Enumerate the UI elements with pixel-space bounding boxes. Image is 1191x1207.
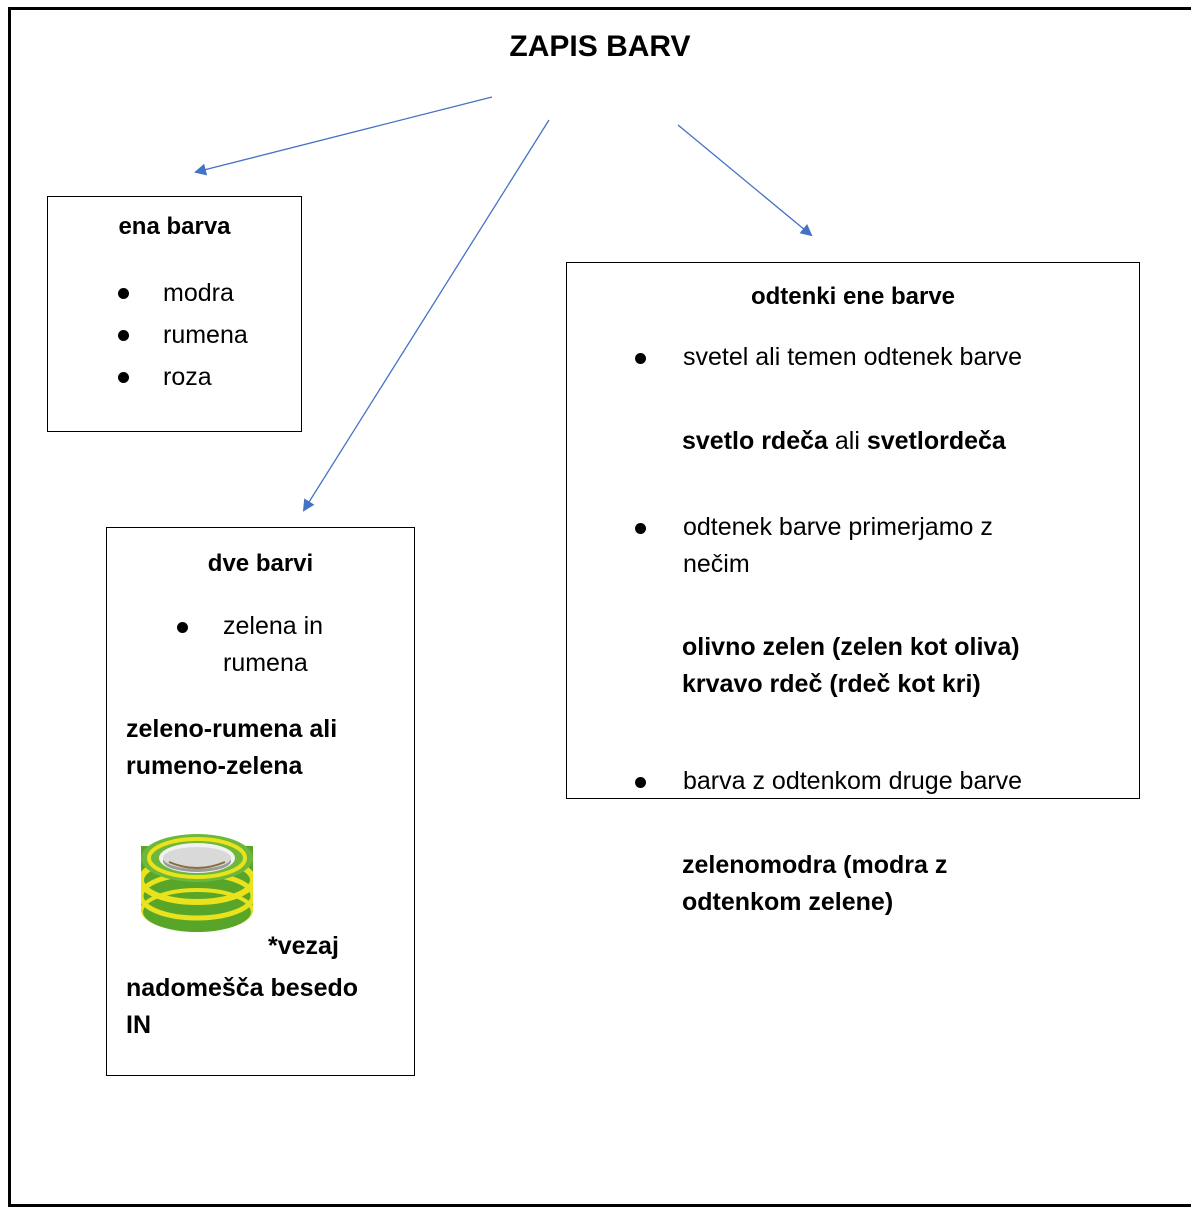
list-item: roza — [118, 359, 248, 396]
note-line: *vezaj — [268, 932, 339, 960]
box-odtenki-ene-barve: odtenki ene barve svetel ali temen odten… — [566, 262, 1140, 916]
list-item: odtenek barve primerjamo z nečim — [635, 509, 1105, 583]
note: nadomešča besedo IN — [126, 970, 416, 1044]
example-block: olivno zelen (zelen kot oliva) krvavo rd… — [682, 629, 1102, 703]
shade-list: odtenek barve primerjamo z nečim — [635, 509, 1105, 583]
note-line: IN — [126, 1011, 151, 1039]
note-line: nadomešča besedo — [126, 974, 359, 1002]
list-item: barva z odtenkom druge barve — [635, 763, 1105, 800]
list-item-line: nečim — [683, 550, 750, 578]
shade-list: barva z odtenkom druge barve — [635, 763, 1105, 800]
example-line: zelenomodra (modra z — [682, 851, 948, 879]
combined-name: zeleno-rumena ali rumeno-zelena — [126, 711, 406, 785]
list-item: modra — [118, 275, 248, 312]
list-item: rumena — [118, 317, 248, 354]
example-block: zelenomodra (modra z odtenkom zelene) — [682, 847, 1102, 921]
example-line: svetlo rdeča ali svetlordeča — [682, 423, 1102, 460]
list-item: svetel ali temen odtenek barve — [635, 339, 1105, 376]
example-line: odtenkom zelene) — [682, 888, 894, 916]
example-connector: ali — [834, 427, 860, 455]
shade-item: barva z odtenkom druge barve — [635, 763, 1105, 800]
color-list: zelena in rumena — [173, 608, 403, 682]
example-word: svetlordeča — [866, 427, 1006, 455]
example-word: svetlo rdeča — [682, 427, 828, 455]
box-heading: dve barvi — [207, 550, 314, 577]
example-line: krvavo rdeč (rdeč kot kri) — [682, 670, 981, 698]
box-heading: ena barva — [118, 213, 231, 240]
list-item-line: odtenek barve primerjamo z — [683, 513, 993, 541]
tape-roll-image — [141, 834, 253, 932]
shade-item: odtenek barve primerjamo z nečim — [635, 509, 1105, 583]
color-list: modra rumena roza — [118, 275, 248, 401]
box-dve-barvi: dve barvi zelena in rumena zeleno-rumena… — [106, 527, 415, 1076]
shade-list: svetel ali temen odtenek barve — [635, 339, 1105, 376]
shade-item: svetel ali temen odtenek barve — [635, 339, 1105, 376]
combined-name-line: rumeno-zelena — [126, 752, 303, 780]
diagram-title: ZAPIS BARV — [509, 30, 691, 63]
box-ena-barva: ena barva modra rumena roza — [47, 196, 302, 432]
box-heading: odtenki ene barve — [750, 283, 956, 310]
list-item: zelena in rumena — [173, 608, 403, 682]
example-line: olivno zelen (zelen kot oliva) — [682, 633, 1020, 661]
combined-name-line: zeleno-rumena ali — [126, 715, 338, 743]
